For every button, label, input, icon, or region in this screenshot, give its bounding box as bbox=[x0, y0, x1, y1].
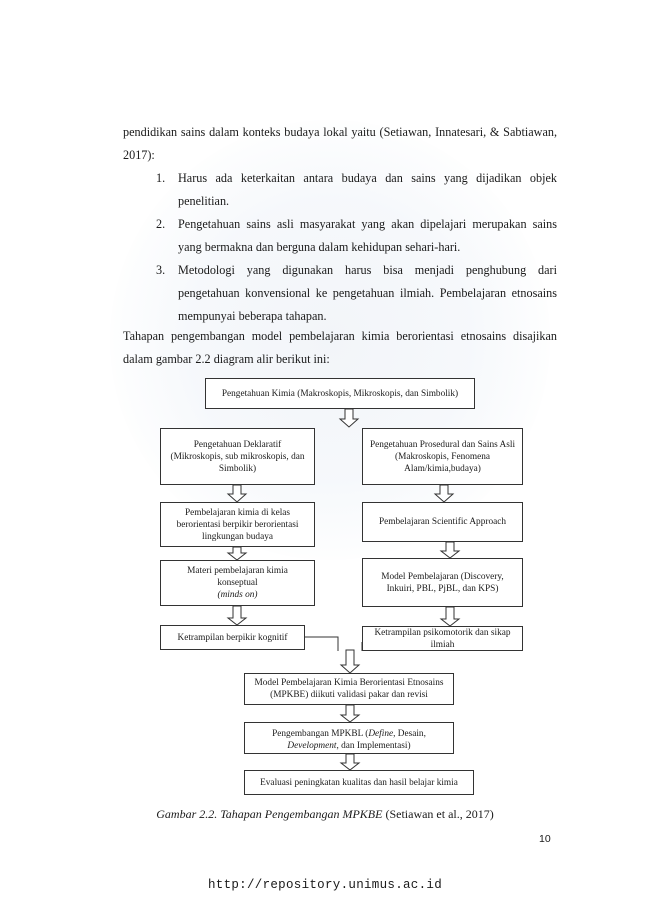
page-number: 10 bbox=[539, 833, 551, 845]
footer-url: http://repository.unimus.ac.id bbox=[207, 878, 443, 892]
list-number: 1. bbox=[156, 171, 166, 185]
box-procedural-knowledge: Pengetahuan Prosedural dan Sains Asli (M… bbox=[362, 428, 523, 485]
figure-caption: Gambar 2.2. Tahapan Pengembangan MPKBE (… bbox=[0, 807, 650, 822]
box-classroom-learning: Pembelajaran kimia di kelas berorientasi… bbox=[160, 502, 315, 547]
box-development-text: , Desain, bbox=[393, 729, 426, 739]
box-development-em: Define bbox=[368, 729, 394, 739]
list-text: Harus ada keterkaitan antara budaya dan … bbox=[178, 171, 557, 208]
box-chemistry-knowledge: Pengetahuan Kimia (Makroskopis, Mikrosko… bbox=[205, 378, 475, 409]
arrow-center-1 bbox=[339, 649, 361, 674]
box-cognitive-skills: Ketrampilan berpikir kognitif bbox=[160, 625, 305, 650]
intro-paragraph: pendidikan sains dalam konteks budaya lo… bbox=[123, 125, 557, 162]
arrow-center-3 bbox=[339, 753, 361, 771]
caption-citation: (Setiawan et al., 2017) bbox=[382, 807, 494, 821]
list-item: 3. Metodologi yang digunakan harus bisa m… bbox=[156, 259, 557, 328]
caption-title: Gambar 2.2. Tahapan Pengembangan MPKBE bbox=[156, 807, 383, 821]
box-development: Pengembangan MPKBL (Define, Desain, Deve… bbox=[244, 722, 454, 754]
box-scientific-approach: Pembelajaran Scientific Approach bbox=[362, 502, 523, 542]
watermark-logo bbox=[110, 120, 550, 560]
box-conceptual-material-text: Materi pembelajaran kimia konseptual bbox=[187, 566, 288, 588]
list-text: Pengetahuan sains asli masyarakat yang a… bbox=[178, 217, 557, 254]
box-development-em: Development bbox=[287, 741, 337, 751]
box-development-text: Pengembangan MPKBL ( bbox=[272, 729, 369, 739]
box-mpkbe-model: Model Pembelajaran Kimia Berorientasi Et… bbox=[244, 673, 454, 705]
arrow-left-2 bbox=[226, 546, 248, 561]
arrow-right-3 bbox=[439, 606, 461, 627]
box-conceptual-material: Materi pembelajaran kimia konseptual (mi… bbox=[160, 560, 315, 606]
box-conceptual-material-em: (minds on) bbox=[217, 590, 258, 600]
list-number: 3. bbox=[156, 263, 166, 277]
list-item: 2. Pengetahuan sains asli masyarakat yang… bbox=[156, 213, 557, 259]
list-number: 2. bbox=[156, 217, 166, 231]
closing-paragraph: Tahapan pengembangan model pembelajaran … bbox=[123, 329, 557, 366]
connector-left bbox=[305, 636, 339, 651]
box-learning-models: Model Pembelajaran (Discovery, Inkuiri, … bbox=[362, 558, 523, 607]
arrow-center-2 bbox=[339, 704, 361, 723]
box-psychomotor-skills: Ketrampilan psikomotorik dan sikap ilmia… bbox=[362, 626, 523, 651]
box-declarative-knowledge: Pengetahuan Deklaratif (Mikroskopis, sub… bbox=[160, 428, 315, 485]
list-item: 1. Harus ada keterkaitan antara budaya da… bbox=[156, 167, 557, 213]
arrow-left-3 bbox=[226, 605, 248, 626]
arrow-right-2 bbox=[439, 541, 461, 559]
criteria-list: 1. Harus ada keterkaitan antara budaya da… bbox=[156, 167, 557, 328]
list-text: Metodologi yang digunakan harus bisa men… bbox=[178, 263, 557, 323]
box-development-text: , dan Implementasi) bbox=[336, 741, 411, 751]
box-evaluation: Evaluasi peningkatan kualitas dan hasil … bbox=[244, 770, 474, 795]
